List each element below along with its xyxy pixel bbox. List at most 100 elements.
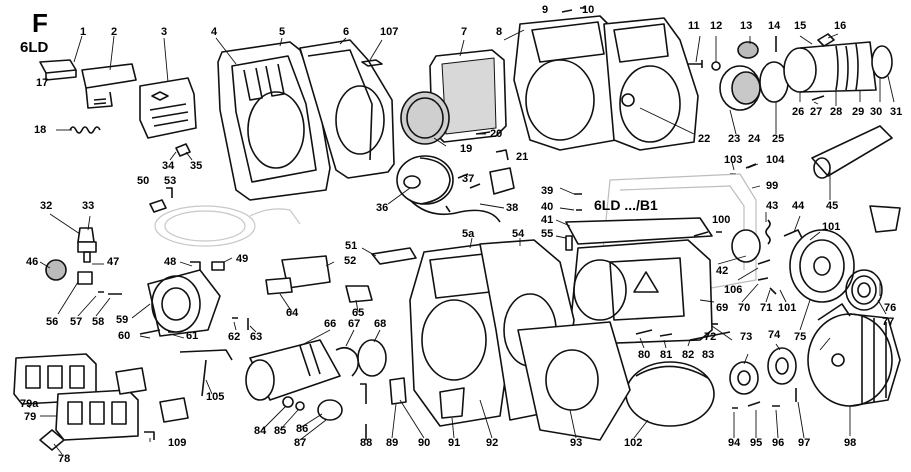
callout-12: 12 [710,20,723,32]
part-lamp-socket-a [115,367,147,395]
callout-8: 8 [496,26,503,38]
part-93-hole [545,349,599,411]
part-84 [282,396,294,408]
callout-93: 93 [570,437,583,449]
part-37 [457,173,481,189]
callout-28: 28 [830,106,843,118]
callout-69: 69 [716,302,729,314]
callout-86: 86 [296,423,309,435]
part-85 [295,401,305,411]
part-74-bushing [767,347,797,385]
callout-70: 70 [738,302,751,314]
part-36-cup [396,155,454,205]
callout-63: 63 [250,331,263,343]
callout-92: 92 [486,437,499,449]
part-76 [869,205,901,233]
callout-79a: 79a [20,398,39,410]
part-50 [149,199,167,213]
part-93-plate [517,321,631,441]
callout-82: 82 [682,349,695,361]
part-23-shroud [603,17,699,151]
callout-50: 50 [137,175,150,187]
callout-57: 57 [70,316,83,328]
part-44 [783,229,803,239]
callout-52: 52 [344,255,357,267]
part-43 [765,219,771,245]
callout-40: 40 [541,201,554,213]
callout-10: 10 [582,4,595,16]
part-77-spring [845,269,883,311]
callout-101-bottom: 101 [778,302,797,314]
callout-22: 22 [698,133,711,145]
callout-26: 26 [792,106,805,118]
callout-33: 33 [82,200,95,212]
callout-67: 67 [348,318,361,330]
callout-34: 34 [162,160,175,172]
callout-75: 75 [794,331,807,343]
callout-94: 94 [728,437,741,449]
part-5a-shroud [409,243,513,427]
part-34-35 [175,143,191,157]
part-45-tube [811,125,893,179]
callout-31: 31 [890,106,903,118]
part-55 [565,235,573,251]
part-88 [360,383,367,440]
callout-38: 38 [506,202,519,214]
callout-45: 45 [826,200,839,212]
callout-1: 1 [80,26,87,38]
part-102-cover [625,361,715,427]
callout-6: 6 [343,26,350,38]
part-59-housing [147,269,221,337]
part-109 [144,431,155,440]
callout-42: 42 [716,265,729,277]
callout-99: 99 [766,180,779,192]
callout-36: 36 [376,202,389,214]
part-38-rope [409,199,501,223]
callout-64: 64 [286,307,299,319]
callout-23: 23 [728,133,741,145]
part-lamp-socket-b [159,397,189,423]
part-17-block [39,59,77,81]
callout-9: 9 [542,4,549,16]
callout-104: 104 [766,154,785,166]
callout-21: 21 [516,151,529,163]
callout-53: 53 [164,175,177,187]
callout-103: 103 [724,154,743,166]
callout-109: 109 [168,437,187,449]
callout-87: 87 [294,437,307,449]
part-9-10 [561,7,586,13]
callout-97: 97 [798,437,811,449]
part-32-33-sensor [77,227,97,263]
part-53 [166,187,173,198]
callout-58: 58 [92,316,105,328]
callout-13: 13 [740,20,753,32]
callout-35: 35 [190,160,203,172]
callout-102: 102 [624,437,643,449]
callout-19: 19 [460,143,473,155]
part-4-shroud [217,41,331,201]
leader-lines [27,29,895,455]
callout-29: 29 [852,106,865,118]
part-51 [371,247,417,265]
part-57-58 [98,291,122,295]
callout-79: 79 [24,411,37,423]
part-2-bracket [81,63,137,109]
part-68 [357,339,387,377]
part-18-spring [69,126,101,134]
part-hose [489,167,515,195]
callout-80: 80 [638,349,651,361]
callout-14: 14 [768,20,781,32]
callout-20: 20 [490,128,503,140]
part-11 [688,60,703,68]
part-42 [731,229,761,263]
part-39-40 [574,193,582,211]
callout-32: 32 [40,200,53,212]
part-79-lamp [55,389,139,441]
callout-30: 30 [870,106,883,118]
callout-55: 55 [541,228,554,240]
callout-5: 5 [279,26,286,38]
part-105 [179,349,233,397]
callout-83: 83 [702,349,715,361]
part-41-plate [565,217,713,245]
part-94-96 [732,401,780,409]
